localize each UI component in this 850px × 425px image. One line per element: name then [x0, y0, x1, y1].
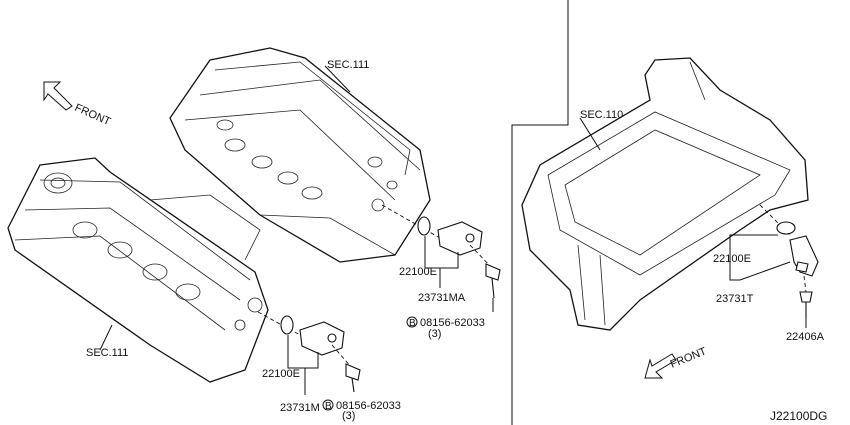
part-23731T: 23731T — [716, 293, 754, 305]
o-ring-lower — [280, 315, 294, 335]
part-22100E-upper: 22100E — [399, 266, 437, 278]
panel-divider — [511, 0, 569, 425]
bolt-qty-upper: (3) — [428, 328, 441, 340]
sec110-leader — [579, 117, 601, 151]
oil-pan — [521, 57, 809, 331]
bolt-qty-lower: (3) — [342, 410, 355, 422]
bolt-marker-upper-text: B — [409, 318, 416, 329]
diagram-code: J22100DG — [770, 409, 827, 423]
sec111-top-label: SEC.111 — [327, 59, 369, 71]
sensor-23731M — [299, 321, 345, 356]
o-ring-crank — [776, 221, 796, 235]
sec110-label: SEC.110 — [580, 109, 623, 121]
front-arrow-left-icon — [43, 81, 73, 111]
cam-sensor-upper — [381, 204, 501, 299]
part-22100E-right: 22100E — [713, 253, 751, 265]
front-arrow-right-icon — [644, 353, 677, 379]
part-23731M: 23731M — [280, 402, 320, 414]
bolt-ref-lower: 08156-62033 — [336, 400, 401, 412]
bolt-marker-lower-text: B — [325, 401, 332, 412]
part-23731MA: 23731MA — [418, 292, 466, 304]
bolt-upper-icon — [485, 263, 501, 281]
cylinder-head-upper — [169, 47, 431, 263]
bolt-lower-icon — [345, 363, 361, 381]
sec111-bottom-label: SEC.111 — [86, 347, 128, 359]
bracket-22100E-lower — [287, 335, 319, 369]
bolt-ref-upper: 08156-62033 — [420, 317, 485, 329]
crank-sensor — [759, 204, 819, 318]
sec111-top-leader — [324, 65, 351, 93]
sensor-23731MA — [437, 221, 483, 256]
front-label-right: FRONT — [669, 345, 709, 370]
bolt-crank-icon — [799, 291, 813, 303]
o-ring-upper — [417, 216, 431, 236]
front-label-left: FRONT — [73, 102, 113, 128]
sec111-bottom-leader — [99, 324, 113, 351]
bracket-22100E-right — [729, 234, 740, 281]
cam-sensor-lower — [257, 311, 361, 393]
part-22100E-lower: 22100E — [262, 368, 300, 380]
bolt-marker-lower — [322, 399, 334, 411]
bolt-marker-upper — [406, 316, 418, 328]
bracket-22100E-upper — [424, 236, 459, 269]
part-22406A: 22406A — [786, 331, 825, 343]
cylinder-head-lower — [7, 157, 269, 383]
